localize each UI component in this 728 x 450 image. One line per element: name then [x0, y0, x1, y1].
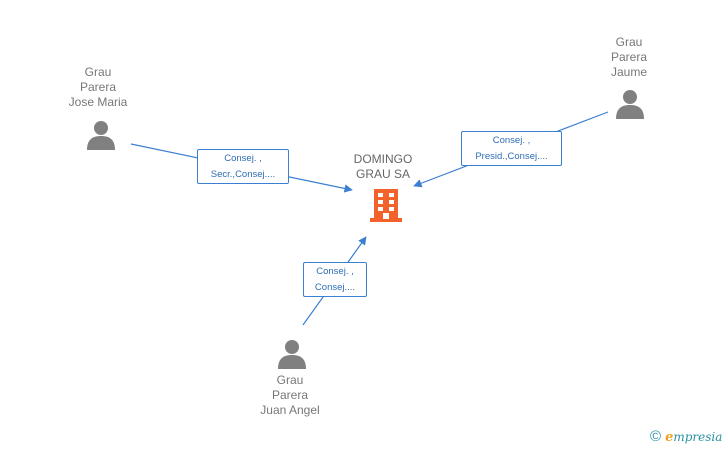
- person-label-line1: Grau: [276, 373, 304, 387]
- relation-line1: Consej. ,: [492, 135, 531, 146]
- person-label-line2: Parera: [610, 50, 648, 64]
- person-label-line2: Parera: [79, 80, 117, 94]
- brand-footer[interactable]: © empresia: [650, 428, 722, 445]
- brand-name: mpresia: [673, 429, 723, 444]
- person-label-juan-angel[interactable]: Grau Parera Juan Angel: [240, 373, 340, 418]
- person-label-jose-maria[interactable]: Grau Parera Jose Maria: [48, 65, 148, 110]
- relation-line2: Secr.,Consej....: [210, 169, 276, 180]
- person-icon[interactable]: [277, 339, 307, 369]
- brand-initial: e: [665, 429, 674, 445]
- relation-line1: Consej. ,: [224, 153, 262, 164]
- relation-box-jaume[interactable]: Consej. , Presid.,Consej....: [461, 131, 562, 166]
- brand-logo: empresia: [665, 429, 722, 445]
- company-name[interactable]: DOMINGO GRAU SA: [343, 152, 423, 182]
- relation-box-jose-maria[interactable]: Consej. , Secr.,Consej....: [197, 149, 289, 184]
- relation-line2: Consej....: [314, 282, 356, 293]
- person-label-line3: Juan Angel: [260, 403, 320, 417]
- person-label-line3: Jaume: [610, 65, 648, 79]
- person-icon[interactable]: [86, 120, 116, 150]
- person-label-jaume[interactable]: Grau Parera Jaume: [579, 35, 679, 80]
- person-label-line2: Parera: [271, 388, 309, 402]
- person-icon[interactable]: [615, 89, 645, 119]
- relation-line2: Presid.,Consej....: [475, 151, 548, 162]
- company-name-line2: GRAU SA: [355, 167, 410, 181]
- person-label-line1: Grau: [615, 35, 643, 49]
- relation-line1: Consej. ,: [316, 266, 354, 277]
- relation-box-juan-angel[interactable]: Consej. , Consej....: [303, 262, 367, 297]
- person-label-line3: Jose Maria: [68, 95, 128, 109]
- copyright-icon: ©: [650, 428, 662, 445]
- building-icon[interactable]: [369, 187, 403, 223]
- company-name-line1: DOMINGO: [353, 152, 413, 166]
- person-label-line1: Grau: [84, 65, 112, 79]
